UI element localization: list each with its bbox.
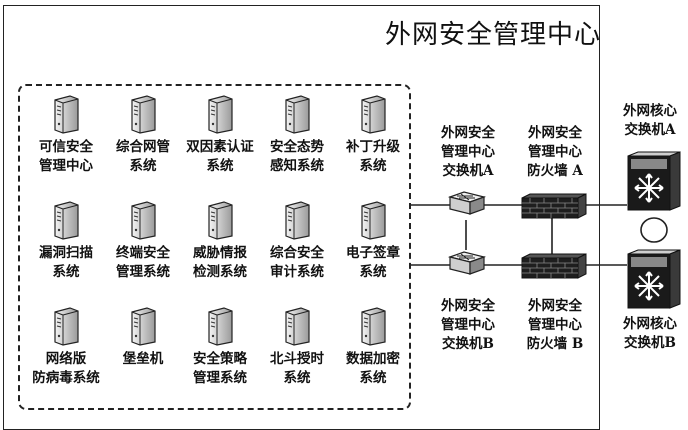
server-label: 电子签章 系统 — [346, 245, 400, 280]
firewall-b-icon — [521, 253, 587, 279]
server-label: 综合网管 系统 — [116, 139, 170, 174]
server-node-r2-c5: 电子签章 系统 — [327, 200, 419, 282]
server-icon — [131, 307, 156, 346]
switch-a-label: 外网安全 管理中心 交换机A — [441, 125, 495, 179]
server-label: 网络版 防病毒系统 — [32, 351, 100, 386]
server-icon — [361, 95, 386, 134]
server-node-r2-c1: 漏洞扫描 系统 — [20, 200, 112, 282]
server-icon — [54, 95, 79, 134]
core-switch-a-label: 外网核心 交换机A — [623, 103, 677, 138]
server-label: 漏洞扫描 系统 — [39, 245, 93, 280]
core-switch-b-icon — [627, 249, 681, 309]
server-label: 数据加密 系统 — [346, 351, 400, 386]
firewall-b-label: 外网安全 管理中心 防火墙 B — [526, 298, 584, 352]
server-node-r3-c3: 安全策略 管理系统 — [174, 306, 266, 388]
server-node-r1-c2: 综合网管 系统 — [97, 94, 189, 176]
server-icon — [131, 95, 156, 134]
server-icon — [208, 307, 233, 346]
switch-b-label: 外网安全 管理中心 交换机B — [441, 298, 495, 352]
server-label: 安全策略 管理系统 — [193, 351, 247, 386]
server-node-r1-c4: 安全态势 感知系统 — [251, 94, 343, 176]
server-icon — [285, 95, 310, 134]
server-node-r2-c4: 综合安全 审计系统 — [251, 200, 343, 282]
server-icon — [285, 201, 310, 240]
server-label: 北斗授时 系统 — [270, 351, 324, 386]
server-label: 安全态势 感知系统 — [270, 139, 324, 174]
server-node-r3-c1: 网络版 防病毒系统 — [20, 306, 112, 388]
server-icon — [131, 201, 156, 240]
server-icon — [361, 201, 386, 240]
server-label: 可信安全 管理中心 — [39, 139, 93, 174]
server-icon — [208, 95, 233, 134]
server-label: 综合安全 审计系统 — [270, 245, 324, 280]
server-icon — [54, 307, 79, 346]
core-switch-a-icon — [627, 151, 681, 211]
server-node-r1-c1: 可信安全 管理中心 — [20, 94, 112, 176]
server-node-r2-c3: 威胁情报 检测系统 — [174, 200, 266, 282]
server-node-r3-c5: 数据加密 系统 — [327, 306, 419, 388]
server-label: 补丁升级 系统 — [346, 139, 400, 174]
server-label: 终端安全 管理系统 — [116, 245, 170, 280]
server-label: 双因素认证 系统 — [186, 139, 254, 174]
server-node-r1-c5: 补丁升级 系统 — [327, 94, 419, 176]
server-node-r3-c2: 堡垒机 — [97, 306, 189, 369]
server-group-box — [18, 84, 411, 410]
core-link-ring — [640, 217, 668, 243]
switch-a-icon — [447, 191, 487, 215]
core-switch-b-label: 外网核心 交换机B — [623, 316, 677, 351]
firewall-a-icon — [521, 193, 587, 219]
firewall-a-label: 外网安全 管理中心 防火墙 A — [527, 125, 583, 179]
server-label: 堡垒机 — [122, 351, 164, 367]
server-label: 威胁情报 检测系统 — [193, 245, 247, 280]
server-node-r3-c4: 北斗授时 系统 — [251, 306, 343, 388]
server-icon — [361, 307, 386, 346]
server-icon — [208, 201, 233, 240]
diagram-title: 外网安全管理中心 — [385, 20, 602, 50]
switch-b-icon — [447, 251, 487, 275]
server-icon — [285, 307, 310, 346]
server-node-r1-c3: 双因素认证 系统 — [174, 94, 266, 176]
server-node-r2-c2: 终端安全 管理系统 — [97, 200, 189, 282]
server-icon — [54, 201, 79, 240]
